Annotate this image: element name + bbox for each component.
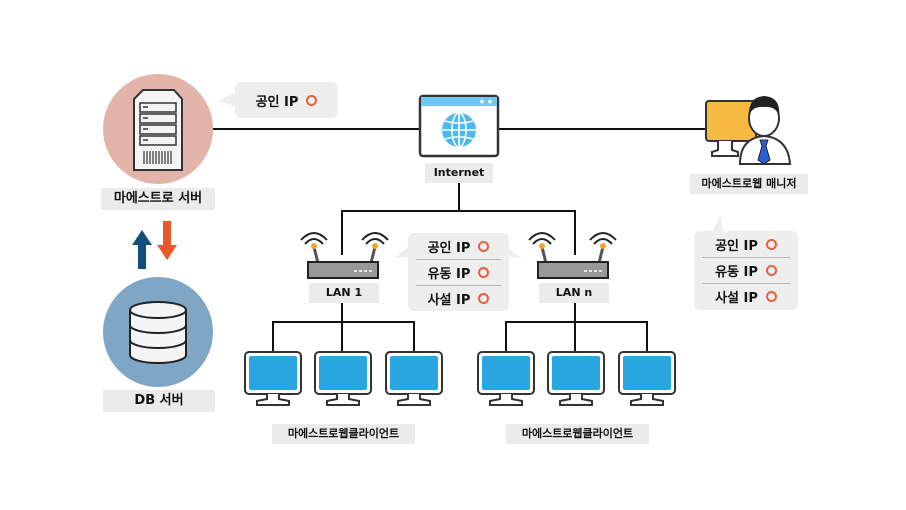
router-icon xyxy=(300,232,389,279)
client-monitor-icon xyxy=(314,351,372,406)
client-monitor-icon xyxy=(618,351,676,406)
web-manager-label: 마에스트로웹 매니저 xyxy=(690,174,808,194)
client-monitor-icon xyxy=(477,351,535,406)
router-icon xyxy=(528,232,617,279)
check-circle-icon xyxy=(765,291,777,302)
server-ip-callout: 공인 IP xyxy=(235,82,338,118)
connector-lan-bus xyxy=(341,210,576,255)
master-server-label: 마에스트로 서버 xyxy=(101,188,215,210)
manager-ip-callout: 공인 IP 유동 IP 사설 IP xyxy=(694,231,798,310)
client-monitor-icon xyxy=(244,351,302,406)
lan-ip-callout: 공인 IP 유동 IP 사설 IP xyxy=(408,233,509,311)
ip-type-label: 공인 IP xyxy=(427,241,471,256)
database-icon xyxy=(103,277,213,387)
globe-browser-icon xyxy=(418,94,500,158)
ip-type-label: 유동 IP xyxy=(427,267,471,282)
callout-row: 사설 IP xyxy=(702,283,790,309)
clients-right-label: 마에스트로웹클라이언트 xyxy=(506,424,649,444)
manager-person-icon xyxy=(705,96,792,165)
ip-type-label: 공인 IP xyxy=(715,239,758,254)
check-circle-icon xyxy=(765,239,777,250)
ip-type-label: 사설 IP xyxy=(715,291,758,306)
ip-type-label: 사설 IP xyxy=(427,293,471,308)
client-monitor-icon xyxy=(547,351,605,406)
server-icon xyxy=(103,74,213,184)
lann-label: LAN n xyxy=(539,283,609,303)
callout-row: 유동 IP xyxy=(416,259,501,285)
connector-lan1-bus xyxy=(272,321,415,358)
clients-left-label: 마에스트로웹클라이언트 xyxy=(272,424,415,444)
internet-label: Internet xyxy=(425,163,493,183)
callout-row: 공인 IP xyxy=(408,234,509,259)
arrow-down-icon xyxy=(157,221,177,260)
arrow-up-icon xyxy=(132,230,152,269)
lan1-label: LAN 1 xyxy=(309,283,379,303)
client-monitor-icon xyxy=(385,351,443,406)
db-server-label: DB 서버 xyxy=(103,390,215,412)
check-circle-icon xyxy=(478,267,490,278)
connector-lann-bus xyxy=(505,321,648,358)
check-circle-icon xyxy=(306,94,318,106)
callout-row: 공인 IP xyxy=(694,232,798,257)
check-circle-icon xyxy=(478,241,490,252)
callout-row: 공인 IP xyxy=(235,82,338,118)
check-circle-icon xyxy=(478,293,490,304)
callout-row: 유동 IP xyxy=(702,257,790,283)
check-circle-icon xyxy=(765,265,777,276)
ip-type-label: 유동 IP xyxy=(715,265,758,280)
callout-row: 사설 IP xyxy=(416,285,501,311)
ip-type-label: 공인 IP xyxy=(255,94,299,110)
callout-pointer xyxy=(218,92,236,107)
callout-pointer xyxy=(712,216,724,234)
